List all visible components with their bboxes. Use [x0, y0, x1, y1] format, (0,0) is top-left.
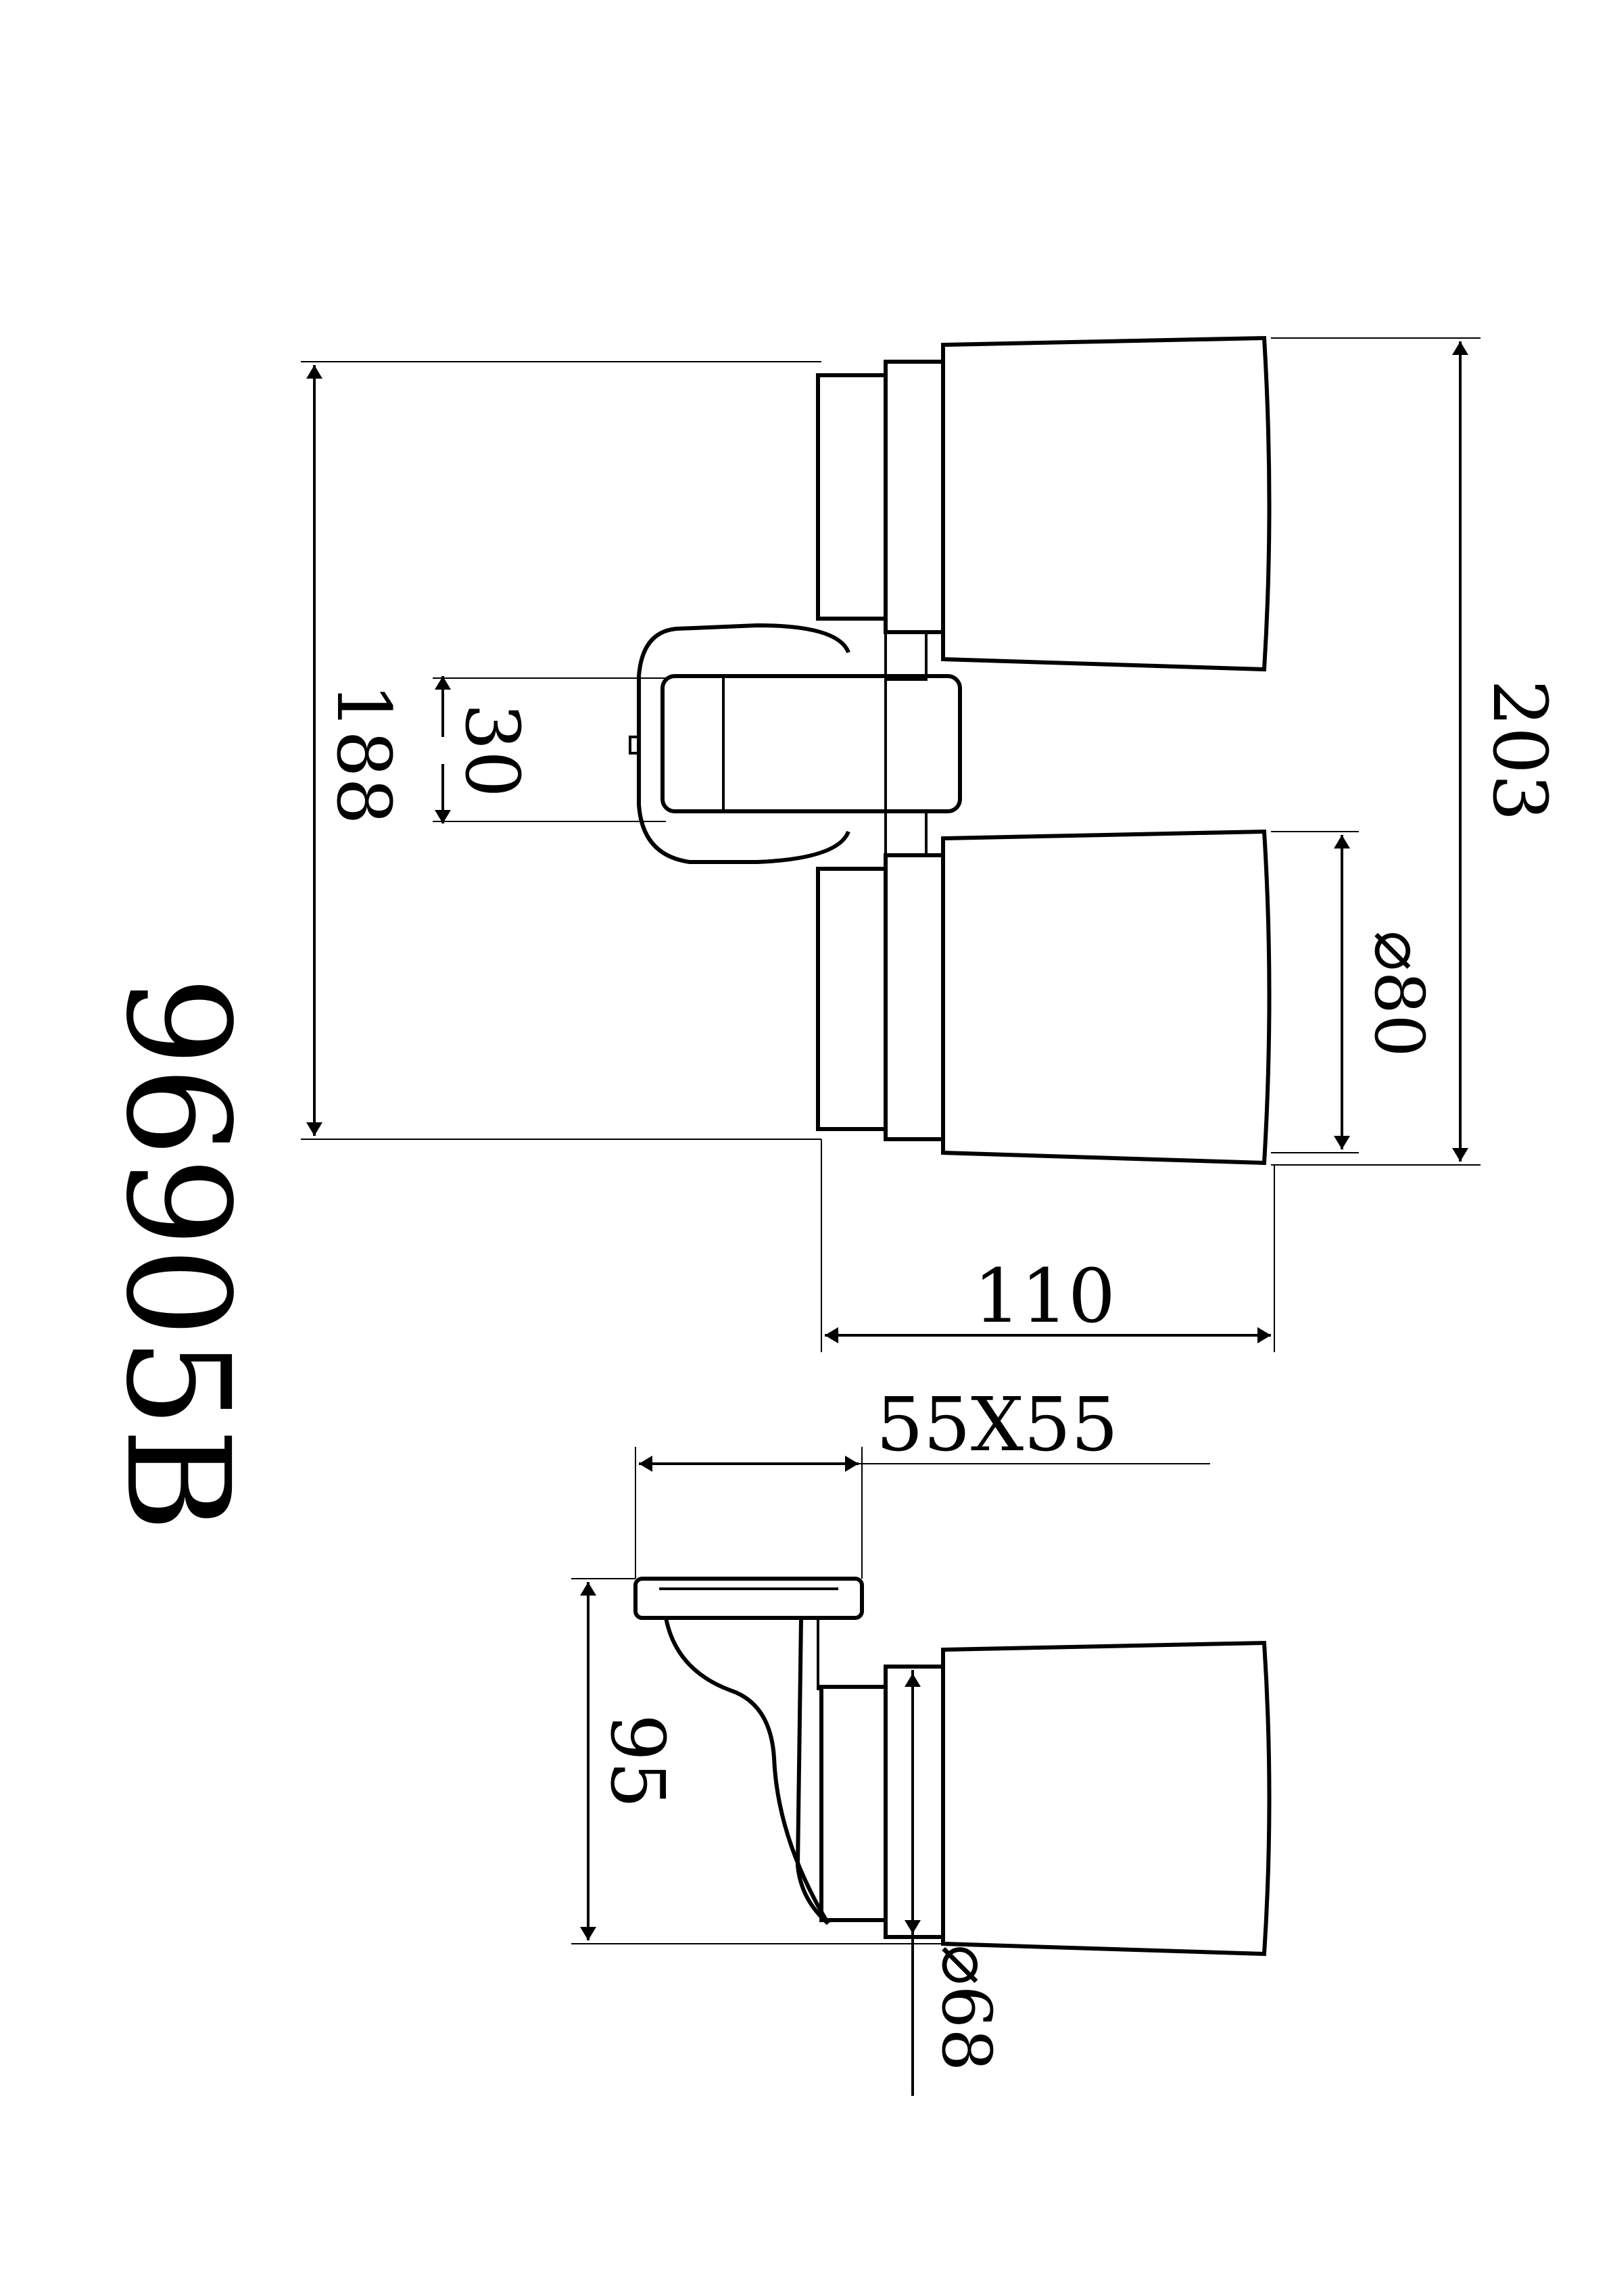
upper-lamp	[816, 335, 1272, 672]
dimension-203: 203	[1271, 337, 1563, 1166]
dimension-80-label: ⌀80	[1360, 930, 1439, 1057]
upper-lamp-socket	[816, 373, 888, 621]
side-arm	[664, 1617, 830, 1925]
model-title: 96905B	[95, 976, 260, 1532]
dimension-55x55: 55X55	[635, 1381, 1210, 1579]
dimension-80: ⌀80	[1271, 831, 1439, 1153]
mount-bracket-outline	[637, 623, 850, 864]
dimension-203-label: 203	[1476, 679, 1563, 821]
wall-plate	[633, 1577, 864, 1620]
dimension-68: ⌀68	[905, 1670, 1006, 2096]
dimension-30: 30	[433, 676, 666, 823]
dimension-30-label: 30	[449, 703, 535, 798]
top-view: 203 ⌀80 188 30 110	[301, 335, 1563, 1352]
lower-stem	[884, 810, 928, 857]
side-view: 55X55 95 ⌀68	[571, 1381, 1272, 2096]
upper-lamp-ring	[884, 360, 945, 634]
dimension-188-label: 188	[320, 683, 407, 825]
mount-body	[660, 674, 962, 813]
side-lamp-socket	[819, 1685, 888, 1922]
lower-lamp-shade-outline	[941, 829, 1272, 1166]
dimension-188: 188	[301, 361, 821, 1140]
mount-screw	[629, 736, 640, 755]
dimension-55x55-label: 55X55	[876, 1381, 1118, 1468]
dimension-95-label: 95	[594, 1714, 681, 1809]
side-lamp-ring	[884, 1665, 945, 1939]
lower-lamp-ring	[884, 853, 945, 1141]
dimension-68-label: ⌀68	[927, 1944, 1006, 2071]
lower-lamp-socket	[816, 867, 888, 1131]
upper-stem	[884, 631, 928, 681]
side-lamp-shade-outline	[941, 1640, 1272, 1957]
dimension-110-label: 110	[973, 1253, 1115, 1339]
dimension-110: 110	[821, 1139, 1275, 1352]
side-lamp	[819, 1640, 1272, 1957]
lower-lamp	[816, 829, 1272, 1166]
upper-lamp-shade-outline	[941, 335, 1272, 672]
central-mount	[629, 623, 962, 864]
dimension-95: 95	[571, 1578, 943, 1944]
